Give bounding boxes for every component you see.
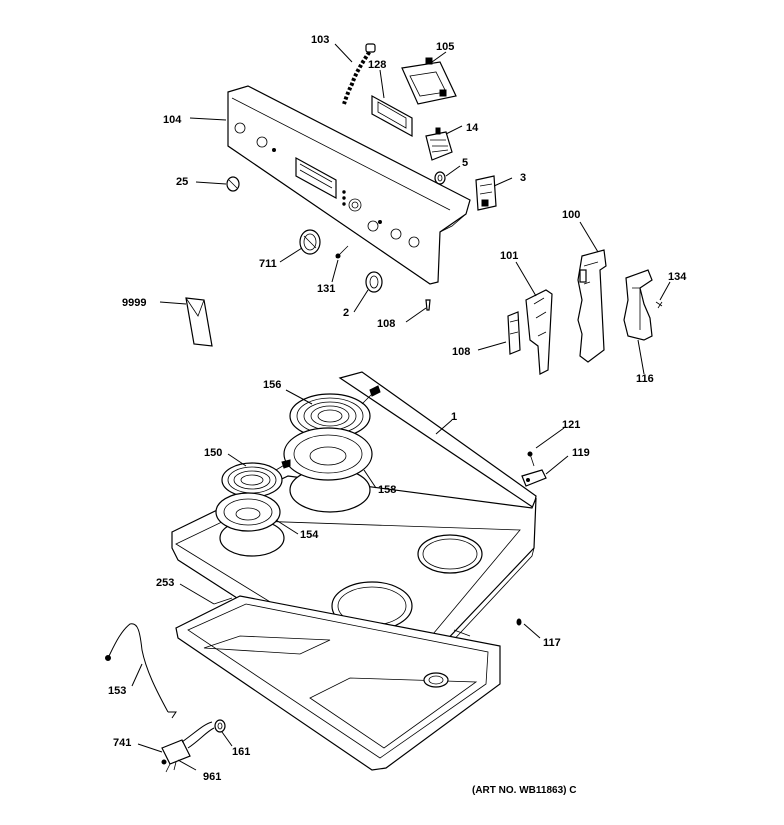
label-741: 741 — [113, 737, 131, 749]
knob-part-2 — [365, 271, 383, 293]
relay-part — [475, 175, 497, 211]
burner-box-253 — [175, 595, 501, 771]
control-panel-backsplash — [227, 85, 471, 285]
label-156: 156 — [263, 379, 281, 391]
label-128: 128 — [368, 59, 386, 71]
label-119: 119 — [572, 447, 590, 459]
label-154: 154 — [300, 529, 319, 541]
label-117: 117 — [543, 637, 561, 649]
knob-part-25 — [226, 176, 240, 192]
art-number-caption: (ART NO. WB11863) C — [472, 785, 576, 796]
label-2: 2 — [343, 307, 349, 319]
leader-lines — [131, 43, 671, 771]
label-711: 711 — [259, 258, 277, 270]
label-9999: 9999 — [122, 297, 146, 309]
label-121: 121 — [562, 419, 580, 431]
wire-harness-part — [342, 43, 376, 105]
label-25: 25 — [176, 176, 188, 188]
label-105: 105 — [436, 41, 454, 53]
mounting-bracket-101 — [525, 289, 553, 375]
label-103: 103 — [311, 34, 329, 46]
knob-161 — [214, 719, 226, 733]
label-961: 961 — [203, 771, 221, 783]
label-100: 100 — [562, 209, 580, 221]
drip-pan-154 — [215, 492, 281, 532]
label-116: 116 — [636, 373, 654, 385]
wire-lead-153 — [105, 623, 177, 719]
screw-121 — [527, 451, 535, 467]
label-161: 161 — [232, 746, 250, 758]
hinge-119 — [521, 469, 547, 487]
label-108-lower: 108 — [452, 346, 470, 358]
control-board-part — [401, 57, 457, 105]
end-cap-116 — [623, 269, 653, 341]
knob-part-711 — [299, 229, 321, 255]
label-5: 5 — [462, 157, 468, 169]
switch-part — [425, 127, 453, 161]
label-3: 3 — [520, 172, 526, 184]
label-131: 131 — [317, 283, 335, 295]
screw-parts — [335, 245, 431, 311]
small-knob-part — [434, 171, 446, 185]
label-158: 158 — [378, 484, 396, 496]
label-153: 153 — [108, 685, 126, 697]
label-14: 14 — [466, 122, 479, 134]
screw-134 — [655, 301, 663, 309]
literature-envelope-part — [185, 297, 213, 347]
end-cap-bracket-100 — [577, 249, 607, 363]
label-253: 253 — [156, 577, 174, 589]
faceplate-part — [371, 94, 413, 138]
label-104: 104 — [163, 114, 182, 126]
label-1: 1 — [451, 411, 457, 423]
part-labels: 103 105 128 104 14 5 3 25 100 101 134 71… — [108, 34, 687, 783]
clip-117 — [516, 618, 522, 626]
infinite-switch-741 — [161, 721, 215, 773]
drip-pan-158 — [283, 427, 373, 481]
label-134: 134 — [668, 271, 687, 283]
label-101: 101 — [500, 250, 518, 262]
label-108-upper: 108 — [377, 318, 395, 330]
bracket-108 — [507, 311, 521, 355]
label-150: 150 — [204, 447, 222, 459]
